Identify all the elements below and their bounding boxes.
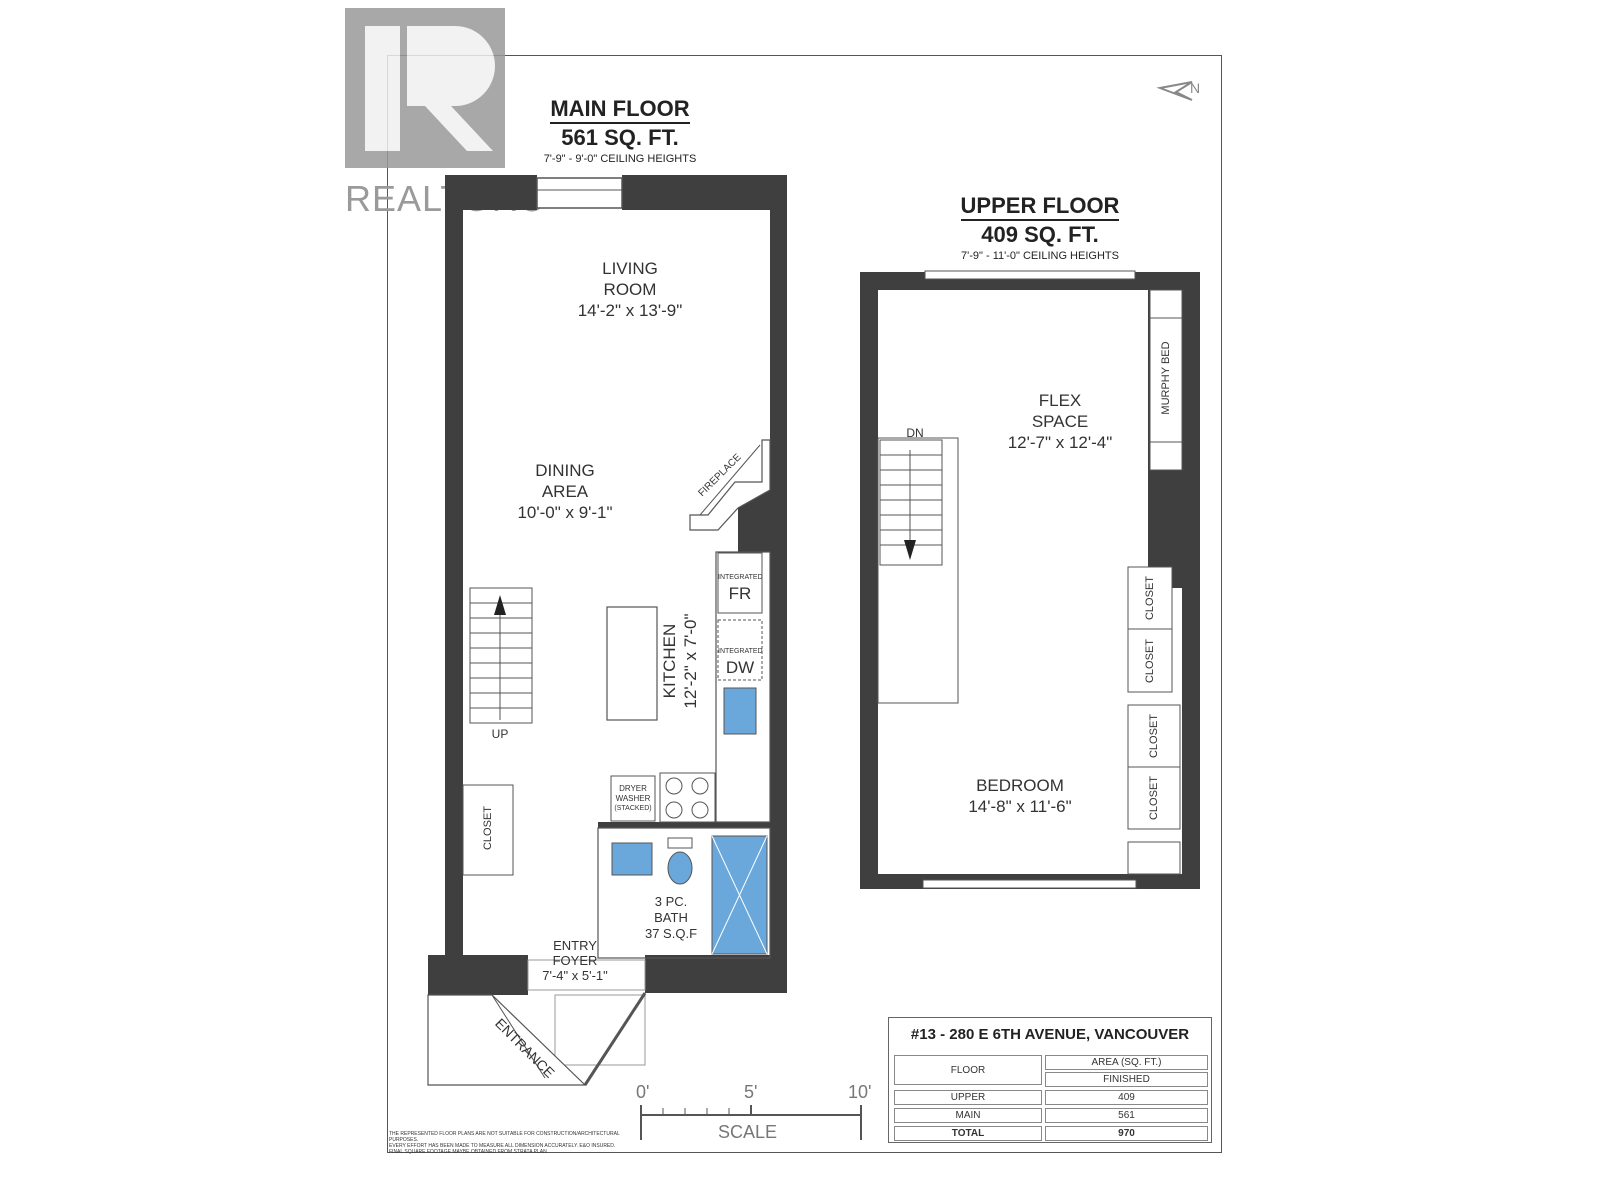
property-info-table: #13 - 280 E 6TH AVENUE, VANCOUVER FLOOR … [888,1017,1212,1143]
dishwasher-label: DW [725,658,755,677]
flex-name-1: FLEX [1038,391,1082,410]
entry-name-2: FOYER [552,953,598,968]
entry-name-1: ENTRY [553,938,597,953]
main-floor-name: MAIN FLOOR [550,96,690,124]
kitchen-name: KITCHEN [660,623,679,699]
flex-space-label: FLEX SPACE 12'-7" x 12'-4" [990,390,1130,453]
dining-area-name-1: DINING [535,461,595,480]
scale-label: SCALE [718,1122,778,1142]
flex-dims: 12'-7" x 12'-4" [1007,433,1113,452]
upper-floor-name: UPPER FLOOR [960,193,1120,221]
bedroom-label: BEDROOM 14'-8" x 11'-6" [950,775,1090,817]
stacked-label: (STACKED) [614,805,652,812]
murphy-bed-label: MURPHY BED [1160,341,1172,415]
main-floor-area: 561 SQ. FT. [561,125,679,150]
north-arrow-icon: N [1189,80,1201,96]
integrated-fr-note: INTEGRATED [718,574,763,581]
flex-name-2: SPACE [1031,412,1089,431]
col-finished-header: FINISHED [1045,1072,1208,1087]
upper-closet-label-4: CLOSET [1148,776,1160,821]
living-room-name-1: LIVING [602,259,658,278]
upper-closet-label-3: CLOSET [1148,714,1160,759]
main-floor-ceiling: 7'-9" - 9'-0" CEILING HEIGHTS [543,153,697,165]
row-main-area: 561 [1045,1108,1208,1123]
bath-name-1: 3 PC. [654,894,688,909]
living-room-label: LIVING ROOM 14'-2" x 13'-9" [560,258,700,321]
property-address: #13 - 280 E 6TH AVENUE, VANCOUVER [910,1026,1190,1043]
kitchen-label: KITCHEN 12'-2" x 7'-0" [659,591,701,731]
scale-tick-10: 10' [848,1082,872,1102]
dining-area-label: DINING AREA 10'-0" x 9'-1" [495,460,635,523]
upper-closet-label-1: CLOSET [1144,576,1156,621]
living-room-dims: 14'-2" x 13'-9" [577,301,683,320]
upper-closet-label-2: CLOSET [1144,639,1156,684]
disclaimer-line-1: THE REPRESENTED FLOOR PLANS ARE NOT SUIT… [389,1131,620,1143]
bedroom-name: BEDROOM [976,776,1064,795]
upper-stairs [877,437,959,704]
scale-tick-0: 0' [636,1082,650,1102]
entry-dims: 7'-4" x 5'-1" [542,968,608,983]
fridge-label: FR [728,584,752,603]
upper-floor-title: UPPER FLOOR 409 SQ. FT. 7'-9" - 11'-0" C… [940,193,1140,263]
bath-dims: 37 S.Q.F [644,926,698,941]
row-total-area: 970 [1045,1126,1208,1141]
integrated-dw-note: INTEGRATED [718,648,763,655]
row-main-floor: MAIN [894,1108,1042,1123]
disclaimer-line-2: EVERY EFFORT HAS BEEN MADE TO MEASURE AL… [389,1143,616,1149]
disclaimer: THE REPRESENTED FLOOR PLANS ARE NOT SUIT… [389,1131,624,1155]
kitchen-dims: 12'-2" x 7'-0" [681,613,700,709]
dryer-label: DRYER [619,784,647,793]
upper-floor-area: 409 SQ. FT. [981,222,1099,247]
bath-label: 3 PC. BATH 37 S.Q.F [636,894,706,942]
main-floor-walls [428,175,787,995]
sheet-border [387,55,1222,1153]
disclaimer-line-3: FINAL SQUARE FOOTAGE MAYBE OBTAINED FROM… [389,1149,547,1155]
laundry-label: DRYER WASHER (STACKED) [611,784,655,814]
entry-foyer-label: ENTRY FOYER 7'-4" x 5'-1" [520,938,630,983]
dining-area-dims: 10'-0" x 9'-1" [517,503,613,522]
dining-area-name-2: AREA [541,482,589,501]
upper-floor-ceiling: 7'-9" - 11'-0" CEILING HEIGHTS [961,250,1119,262]
realtor-logo-mark [345,8,505,168]
row-total-floor: TOTAL [894,1126,1042,1141]
realtor-r-icon [365,26,495,151]
col-area-header: AREA (SQ. FT.) [1045,1055,1208,1070]
washer-label: WASHER [615,794,651,803]
scale-tick-5: 5' [744,1082,758,1102]
main-closet-label: CLOSET [482,806,494,851]
main-floor-title: MAIN FLOOR 561 SQ. FT. 7'-9" - 9'-0" CEI… [520,96,720,166]
bedroom-dims: 14'-8" x 11'-6" [968,797,1072,816]
row-upper-area: 409 [1045,1090,1208,1105]
bath-name-2: BATH [654,910,688,925]
living-room-name-2: ROOM [603,280,657,299]
stairs-down-label: DN [906,426,924,440]
row-upper-floor: UPPER [894,1090,1042,1105]
stairs-up-label: UP [491,727,509,741]
col-floor-header: FLOOR [894,1055,1042,1085]
